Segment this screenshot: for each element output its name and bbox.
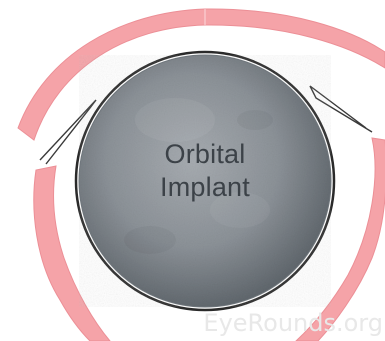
implant-label-line2: Implant [160,172,250,202]
implant-label-line1: Orbital [165,139,246,169]
watermark-text: EyeRounds.org [203,309,383,337]
